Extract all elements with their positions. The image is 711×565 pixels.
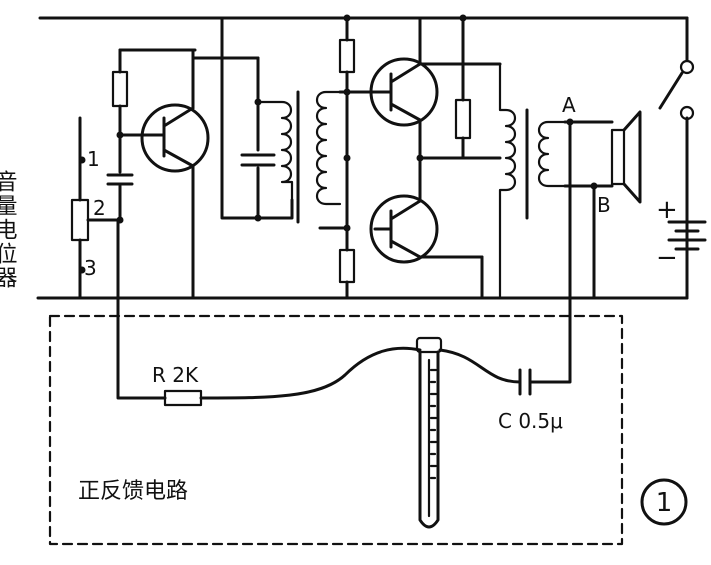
output-transformer-primary xyxy=(498,62,517,300)
push-pull-bias-resistor-top xyxy=(338,38,356,74)
transistor-1 xyxy=(140,48,210,300)
coupling-capacitor xyxy=(106,173,134,186)
volume-potentiometer: 1 2 3 xyxy=(70,116,120,300)
output-transformer-secondary xyxy=(537,120,567,188)
transistor-2 xyxy=(369,16,439,160)
feedback-box xyxy=(48,314,624,546)
figure-number-text: 1 xyxy=(656,488,673,518)
figure-number: 1 xyxy=(640,478,688,526)
driver-transformer-secondary xyxy=(315,90,342,206)
feedback-title: 正反馈电路 xyxy=(78,479,188,504)
transistor-3 xyxy=(369,156,484,264)
node-b-label: B xyxy=(597,193,611,217)
node-a-label: A xyxy=(562,93,576,117)
emitter-resistor xyxy=(454,98,472,140)
battery-plus-label: + xyxy=(656,195,678,225)
capacitor-label: C 0.5μ xyxy=(498,409,563,433)
feedback-resistor xyxy=(163,389,203,407)
push-pull-bias-resistor-bottom xyxy=(338,248,356,284)
pot-title: 音量电位器 xyxy=(0,170,18,290)
driver-transformer-primary xyxy=(256,100,294,202)
pot-terminal-2: 2 xyxy=(93,196,106,220)
battery: + − xyxy=(656,195,707,273)
pot-terminal-3: 3 xyxy=(84,256,97,280)
resistor-label: R 2K xyxy=(152,363,199,387)
thermometer xyxy=(415,336,443,529)
pot-terminal-1: 1 xyxy=(87,147,100,171)
tank-capacitor xyxy=(240,153,276,167)
battery-minus-label: − xyxy=(656,243,678,273)
bias-resistor-1 xyxy=(111,70,129,108)
power-switch xyxy=(658,59,695,121)
speaker xyxy=(610,110,642,204)
